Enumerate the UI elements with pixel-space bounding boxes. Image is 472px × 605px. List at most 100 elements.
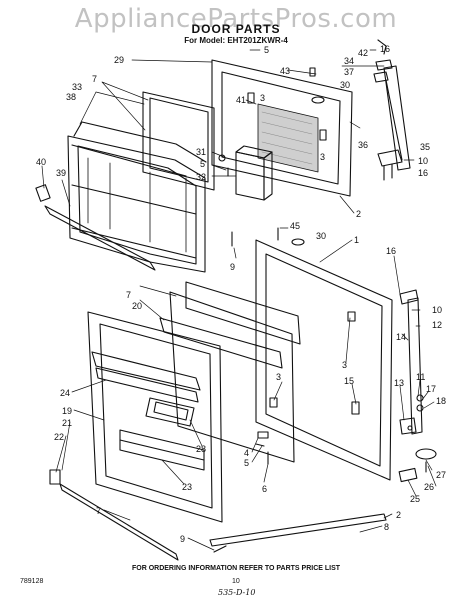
freezer-door-liner-part-38 (67, 121, 207, 273)
egg-tray-part-28 (145, 397, 195, 427)
callout-32: 32 (196, 172, 206, 182)
callout-7: 7 (126, 290, 131, 300)
page-number: 10 (232, 578, 240, 585)
callout-30: 30 (316, 231, 326, 241)
callout-30: 30 (340, 80, 350, 90)
callout-1: 1 (354, 235, 359, 245)
callout-25: 25 (410, 494, 420, 504)
handwritten-note: 535-D-10 (218, 588, 256, 597)
door-bar-part-21 (49, 469, 179, 561)
door-bar-part-39 (35, 184, 156, 271)
callout-10: 10 (432, 305, 442, 315)
callout-43: 43 (280, 66, 290, 76)
callout-39: 39 (56, 168, 66, 178)
callout-14: 14 (396, 332, 406, 342)
callout-3: 3 (342, 360, 347, 370)
document-number: 789128 (20, 578, 44, 585)
hinge-strip-part-12 (407, 297, 423, 435)
callout-31: 31 (196, 147, 206, 157)
callout-3: 3 (320, 152, 325, 162)
screw-part-9 (213, 545, 227, 553)
plug-part-30 (291, 238, 305, 246)
callout-29: 29 (114, 55, 124, 65)
callout-42: 42 (358, 48, 368, 58)
callout-16: 16 (418, 168, 428, 178)
callout-19: 19 (62, 406, 72, 416)
callout-5: 5 (200, 159, 205, 169)
freezer-door-panel-part-29 (211, 59, 353, 197)
door-liner-part-20 (159, 281, 301, 463)
washer-part-17 (416, 394, 424, 402)
callout-10: 10 (418, 156, 428, 166)
callout-2: 2 (396, 510, 401, 520)
end-cap-part-40 (35, 184, 51, 202)
callout-21: 21 (62, 418, 72, 428)
callout-22: 22 (54, 432, 64, 442)
ordering-note: FOR ORDERING INFORMATION REFER TO PARTS … (131, 565, 341, 572)
clip-part-15 (351, 401, 360, 415)
callout-3: 3 (260, 93, 265, 103)
callout-20: 20 (132, 301, 142, 311)
callout-34: 34 (344, 56, 354, 66)
door-shelf-bar-part-7 (142, 91, 215, 191)
callout-17: 17 (426, 384, 436, 394)
clip-part-3 (319, 129, 327, 141)
callout-5: 5 (244, 458, 249, 468)
door-shelf-part-24 (91, 351, 201, 391)
callout-6: 6 (262, 484, 267, 494)
hinge-strip-part-35 (383, 65, 411, 171)
callout-7: 7 (92, 74, 97, 84)
door-shelf-part-23 (119, 429, 205, 471)
callout-7: 7 (96, 506, 101, 516)
clip-part-3 (247, 92, 255, 104)
callout-16: 16 (380, 44, 390, 54)
callout-37: 37 (344, 67, 354, 77)
washer-part-18 (416, 404, 424, 412)
callout-24: 24 (60, 388, 70, 398)
callout-11: 11 (416, 372, 425, 382)
page-title: DOOR PARTS (191, 22, 281, 36)
gasket-part-8 (209, 513, 387, 547)
callout-23: 23 (182, 482, 192, 492)
callout-28: 28 (196, 444, 206, 454)
hinge-part-10 (399, 289, 419, 305)
leader-lines (41, 49, 437, 551)
callout-41: 41 (236, 95, 246, 105)
bracket-part-4 (257, 431, 269, 439)
insulation-pad-part-41 (257, 103, 319, 173)
callout-8: 8 (384, 522, 389, 532)
clip-part-3 (347, 311, 356, 322)
callout-4: 4 (244, 448, 249, 458)
hinge-block-part-32 (235, 145, 273, 201)
callout-15: 15 (344, 376, 354, 386)
callout-38: 38 (66, 92, 76, 102)
hinge-part-13 (399, 417, 417, 435)
door-frame-part-1 (255, 239, 393, 481)
callout-40: 40 (36, 157, 46, 167)
plug-part-30 (311, 96, 325, 104)
callout-9: 9 (180, 534, 185, 544)
callout-27: 27 (436, 470, 446, 480)
callout-18: 18 (436, 396, 446, 406)
screw-part-5 (255, 443, 265, 447)
clip-part-43 (309, 67, 316, 77)
callout-9: 9 (230, 262, 235, 272)
model-subtitle: For Model: EHT201ZKWR-4 (184, 36, 288, 45)
screw-part-31 (218, 154, 226, 162)
clip-part-3 (269, 397, 278, 408)
callout-26: 26 (424, 482, 434, 492)
callout-labels: 29 5 16 42 34 37 43 30 7 33 38 41 3 3 31… (36, 44, 446, 544)
callout-33: 33 (72, 82, 82, 92)
end-cap-part-22 (49, 469, 61, 485)
callout-36: 36 (358, 140, 368, 150)
callout-3: 3 (276, 372, 281, 382)
callout-13: 13 (394, 378, 404, 388)
callout-2: 2 (356, 209, 361, 219)
top-fastener-set (373, 39, 393, 83)
inner-door-panel-part-19 (87, 311, 223, 523)
hinge-part-36 (377, 149, 403, 181)
callout-5: 5 (264, 45, 269, 55)
callout-16: 16 (386, 246, 396, 256)
